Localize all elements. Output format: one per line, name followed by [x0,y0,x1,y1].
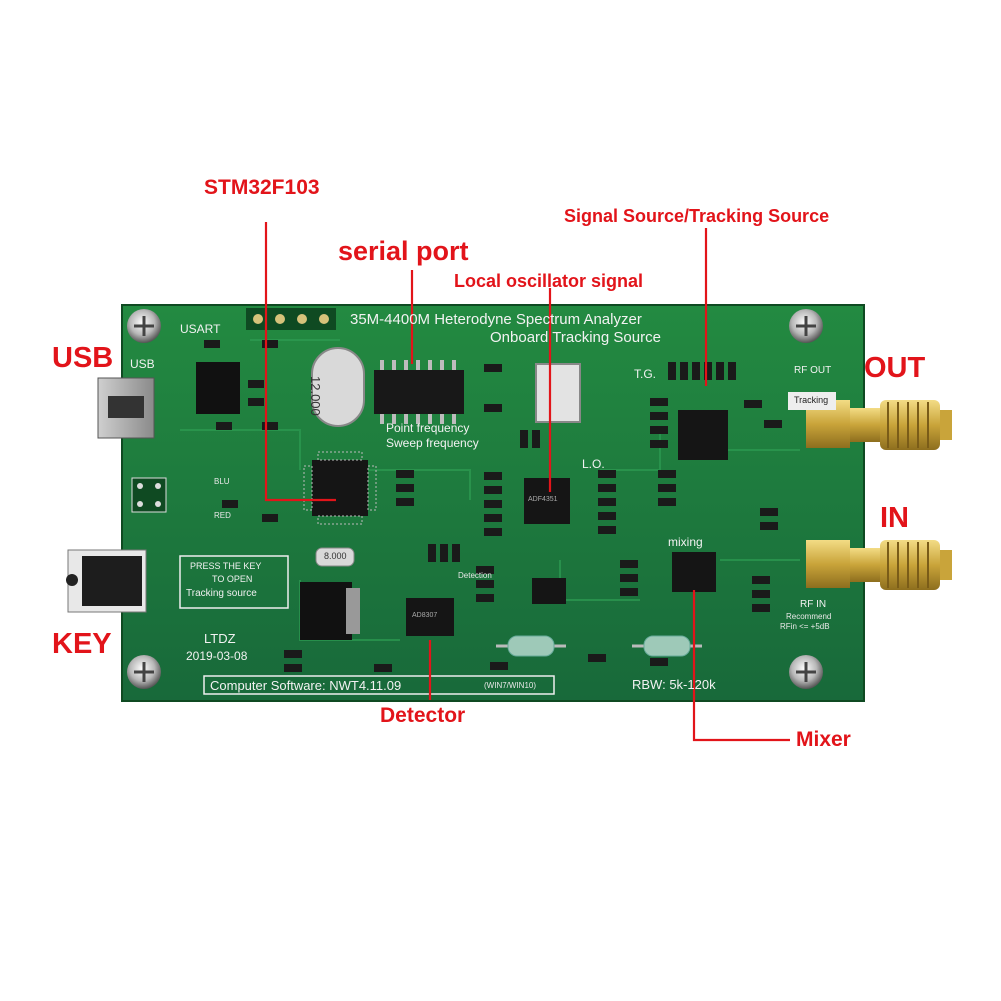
regulator-top [196,362,240,414]
mixer-chip [672,552,716,592]
crystal-12mhz [311,347,365,427]
usb-connector [97,377,155,439]
key-switch [66,549,147,613]
callout-stm32: STM32F103 [204,176,320,199]
callout-serial-port: serial port [338,236,469,266]
sweep-frequency-label: Sweep frequency [386,436,479,450]
led-blu-label: BLU [214,477,230,486]
board-title-2: Onboard Tracking Source [490,329,661,346]
press-key-line2: TO OPEN [212,574,253,584]
tracking-label: Tracking [794,395,829,405]
board-title-1: 35M-4400M Heterodyne Spectrum Analyzer [350,311,642,328]
rf-in-label: RF IN [800,599,827,610]
key-label-box [179,555,289,609]
lo-label: L.O. [582,457,605,471]
tracking-label-box [788,392,836,410]
led-pads [131,477,167,513]
lo-chip [524,478,570,524]
callout-local-oscillator: Local oscillator signal [454,271,644,291]
detector-chip-marking: AD8307 [412,612,438,619]
callout-signal-source: Signal Source/Tracking Source [564,206,830,226]
crystal-marking: 12.000 [308,376,323,416]
callout-lines [264,222,790,742]
usb-label: USB [130,357,155,371]
crystal-8mhz [315,547,355,567]
point-frequency-label: Point frequency [386,421,470,435]
callout-usb: USB [52,342,114,374]
software-os-label: (WIN7/WIN10) [484,681,536,690]
usart-label: USART [180,322,221,336]
callout-detector: Detector [380,704,466,727]
rfin-limit-label: RFin <= +5dB [780,622,830,631]
led-red-label: RED [214,511,231,520]
tg-chip [678,410,728,460]
detection-label: Detection [458,571,492,580]
press-key-line3: Tracking source [186,588,257,599]
mixing-label: mixing [668,535,703,549]
rbw-label: RBW: 5k-120k [632,677,716,692]
screws [127,309,823,689]
regulator-bottom [300,582,352,640]
recommend-label: Recommend [786,612,832,621]
inductors [496,635,702,657]
usart-header [246,308,336,330]
detector-chip [406,598,454,636]
sma-in [806,540,952,590]
lo-chip-marking: ADF4351 [528,496,558,503]
software-label: Computer Software: NWT4.11.09 [210,678,402,693]
press-key-line1: PRESS THE KEY [190,561,262,571]
crystal2-marking: 8.000 [324,551,347,561]
model-label: LTDZ [204,631,236,646]
stm32-chip [303,451,377,525]
software-box [203,675,555,695]
tg-label: T.G. [634,367,657,381]
callout-out: OUT [864,352,926,384]
callout-in: IN [880,502,909,534]
serial-chip [374,360,464,424]
amp-chip [532,578,566,604]
rf-out-label: RF OUT [794,365,832,376]
oscillator-can [535,363,581,423]
smd-components [204,340,782,672]
callout-key: KEY [52,628,112,660]
date-label: 2019-03-08 [186,649,248,663]
callout-mixer: Mixer [796,728,851,751]
